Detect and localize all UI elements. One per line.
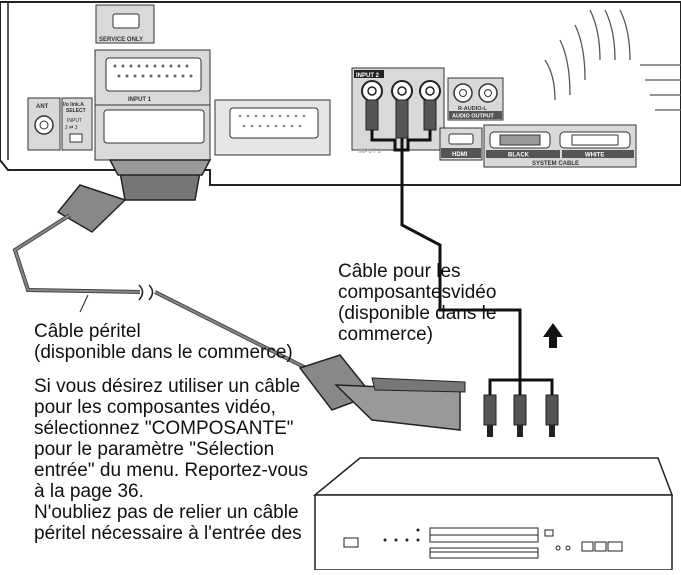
component-plugs-player	[483, 372, 559, 437]
black-label: BLACK	[508, 153, 530, 159]
tv-rear-panel: SERVICE ONLY INPUT 1 ANT I/o link.A SELE…	[0, 1, 681, 186]
scart-input4-port	[229, 107, 319, 139]
audio-lr-label: R-AUDIO-L	[458, 106, 487, 112]
component-plugs-tv	[365, 99, 522, 372]
instructions-text: Si vous désirez utiliser un câble pour l…	[34, 376, 308, 544]
vent-grille	[544, 9, 681, 111]
scart-input3-port	[103, 109, 205, 144]
input1-label: INPUT 1	[128, 97, 152, 103]
component-cable-label: Câble pour les composantesvidéo (disponi…	[338, 261, 497, 345]
input-switch-label: INPUT	[67, 118, 82, 124]
scart-cable	[12, 159, 466, 431]
ant-label: ANT	[36, 104, 49, 110]
input-select-switch	[69, 133, 83, 143]
system-cable-label: SYSTEM CABLE	[532, 161, 579, 167]
io-link-label: I/o link.A	[63, 102, 84, 108]
audio-output-label: AUDIO OUTPUT	[452, 114, 495, 120]
hdmi-label: HDMI	[452, 152, 468, 158]
power-button	[343, 537, 359, 548]
input-range-label: 2 ⇄ 3	[65, 125, 78, 131]
scart-input1-port	[105, 57, 202, 92]
up-arrow-icon	[543, 323, 563, 348]
white-label: WHITE	[585, 153, 604, 159]
hdmi-port	[448, 133, 474, 145]
scart-cable-label: Câble péritel (disponible dans le commer…	[34, 321, 293, 363]
input3-label: INPUT 3	[358, 149, 382, 155]
input2-label: INPUT 2	[356, 73, 380, 79]
player-device	[312, 457, 674, 571]
service-only-label: SERVICE ONLY	[99, 37, 143, 43]
select-label: SELECT	[66, 108, 86, 114]
